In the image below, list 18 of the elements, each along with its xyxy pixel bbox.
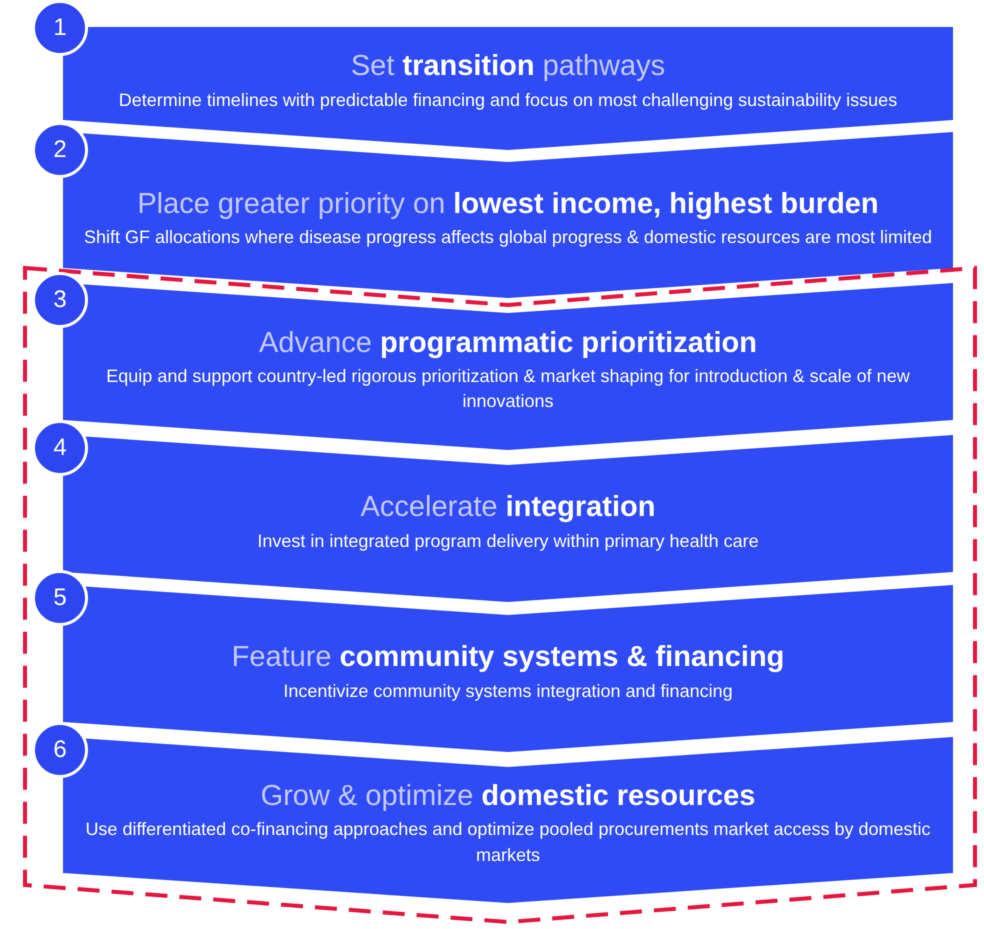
step-number-badge: 6 (32, 722, 88, 778)
step-heading: Set transition pathways (350, 50, 666, 84)
step-number-badge: 4 (32, 420, 88, 476)
step-number-badge: 1 (32, 0, 88, 56)
step-heading: Feature community systems & financing (232, 641, 784, 675)
step-description: Determine timelines with predictable financing and focus on most challenging sustainability issues (118, 88, 898, 112)
step-description: Shift GF allocations where disease progress affects global progress & domestic resources are most limited (84, 226, 932, 250)
step-number-badge: 3 (32, 272, 88, 328)
step-description: Equip and support country-led rigorous prioritization & market shaping for introduction & scale of new innovations (105, 364, 911, 414)
step-description: Incentivize community systems integration and financing (283, 680, 733, 703)
step-heading: Grow & optimize domestic resources (260, 780, 756, 814)
step-number-badge: 5 (32, 570, 88, 626)
step-number-badge: 2 (32, 122, 88, 178)
step-description: Use differentiated co-financing approaches and optimize pooled procurements market access by domestic markets (84, 818, 932, 867)
step-heading: Accelerate integration (360, 491, 656, 525)
step-heading: Place greater priority on lowest income, highest burden (137, 188, 879, 222)
step-heading: Advance programmatic prioritization (259, 326, 757, 360)
step-description: Invest in integrated program delivery within primary health care (257, 530, 759, 553)
